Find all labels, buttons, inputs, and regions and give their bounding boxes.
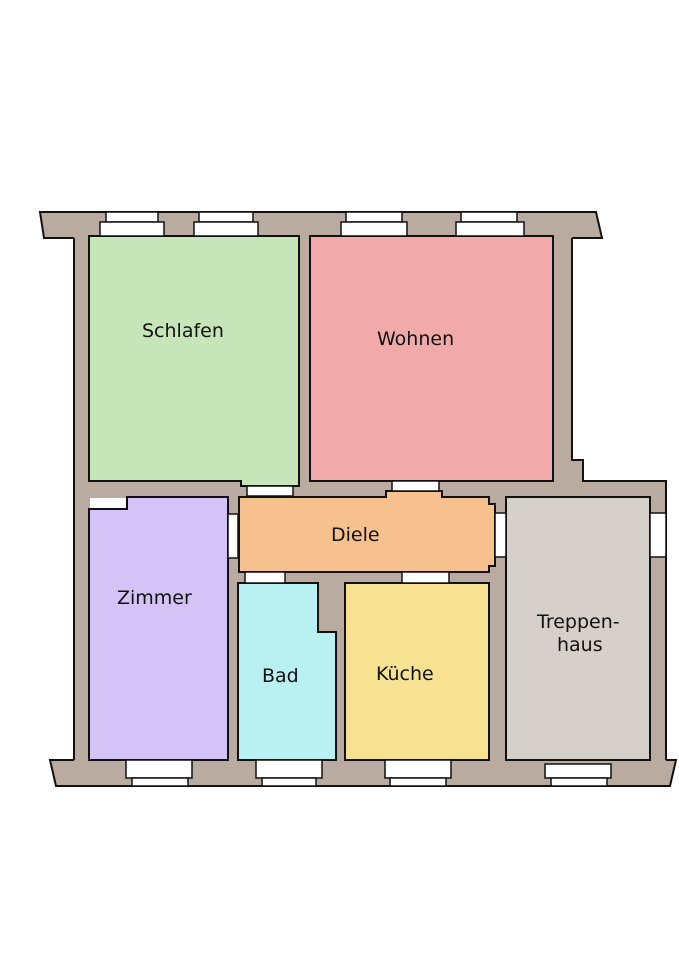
label-treppenhaus-line2: haus bbox=[557, 634, 603, 656]
openings bbox=[99, 211, 667, 787]
window-bottom-3-outer bbox=[389, 777, 447, 787]
label-schlafen: Schlafen bbox=[142, 320, 224, 342]
window-top-1-inner bbox=[99, 221, 165, 237]
label-bad: Bad bbox=[262, 665, 299, 687]
door-diele-kueche bbox=[401, 571, 450, 584]
room-schlafen bbox=[88, 235, 300, 487]
window-bottom-2-inner bbox=[255, 759, 323, 779]
window-top-2-outer bbox=[198, 211, 254, 223]
label-diele: Diele bbox=[331, 524, 380, 546]
window-top-4-inner bbox=[455, 221, 525, 237]
inner-wall-horizontal bbox=[88, 480, 558, 498]
door-zimmer-diele bbox=[227, 513, 239, 559]
inner-wall-schlafen-wohnen bbox=[298, 236, 312, 482]
room-bad bbox=[237, 582, 337, 761]
window-bottom-4-outer bbox=[550, 777, 608, 787]
window-bottom-1-outer bbox=[131, 777, 189, 787]
window-right bbox=[649, 512, 667, 558]
window-bottom-1-inner bbox=[125, 759, 193, 779]
room-treppenhaus bbox=[505, 496, 651, 761]
room-zimmer bbox=[88, 496, 229, 761]
door-wohnen-diele bbox=[391, 480, 440, 492]
left-wall bbox=[74, 236, 90, 762]
window-top-1-outer bbox=[105, 211, 159, 223]
window-top-4-outer bbox=[460, 211, 518, 223]
label-wohnen: Wohnen bbox=[377, 328, 454, 350]
rooms bbox=[88, 235, 651, 761]
window-top-2-inner bbox=[193, 221, 259, 237]
right-wall bbox=[553, 236, 666, 762]
room-diele bbox=[238, 490, 496, 573]
label-kueche: Küche bbox=[376, 663, 434, 685]
room-kueche bbox=[344, 582, 490, 761]
window-bottom-4-inner bbox=[544, 763, 612, 779]
door-diele-treppenhaus bbox=[494, 512, 507, 558]
label-treppenhaus-line1: Treppen- bbox=[536, 611, 620, 633]
window-bottom-3-inner bbox=[384, 759, 452, 779]
label-zimmer: Zimmer bbox=[117, 587, 192, 609]
room-labels: Schlafen Wohnen Diele Zimmer Bad Küche T… bbox=[117, 320, 620, 687]
room-wohnen bbox=[309, 235, 554, 482]
window-bottom-2-outer bbox=[261, 777, 317, 787]
door-diele-bad bbox=[244, 571, 286, 584]
inner-wall-middle bbox=[227, 496, 239, 762]
door-schlafen-diele bbox=[246, 485, 294, 497]
window-top-3-inner bbox=[340, 221, 408, 237]
window-top-3-outer bbox=[345, 211, 403, 223]
